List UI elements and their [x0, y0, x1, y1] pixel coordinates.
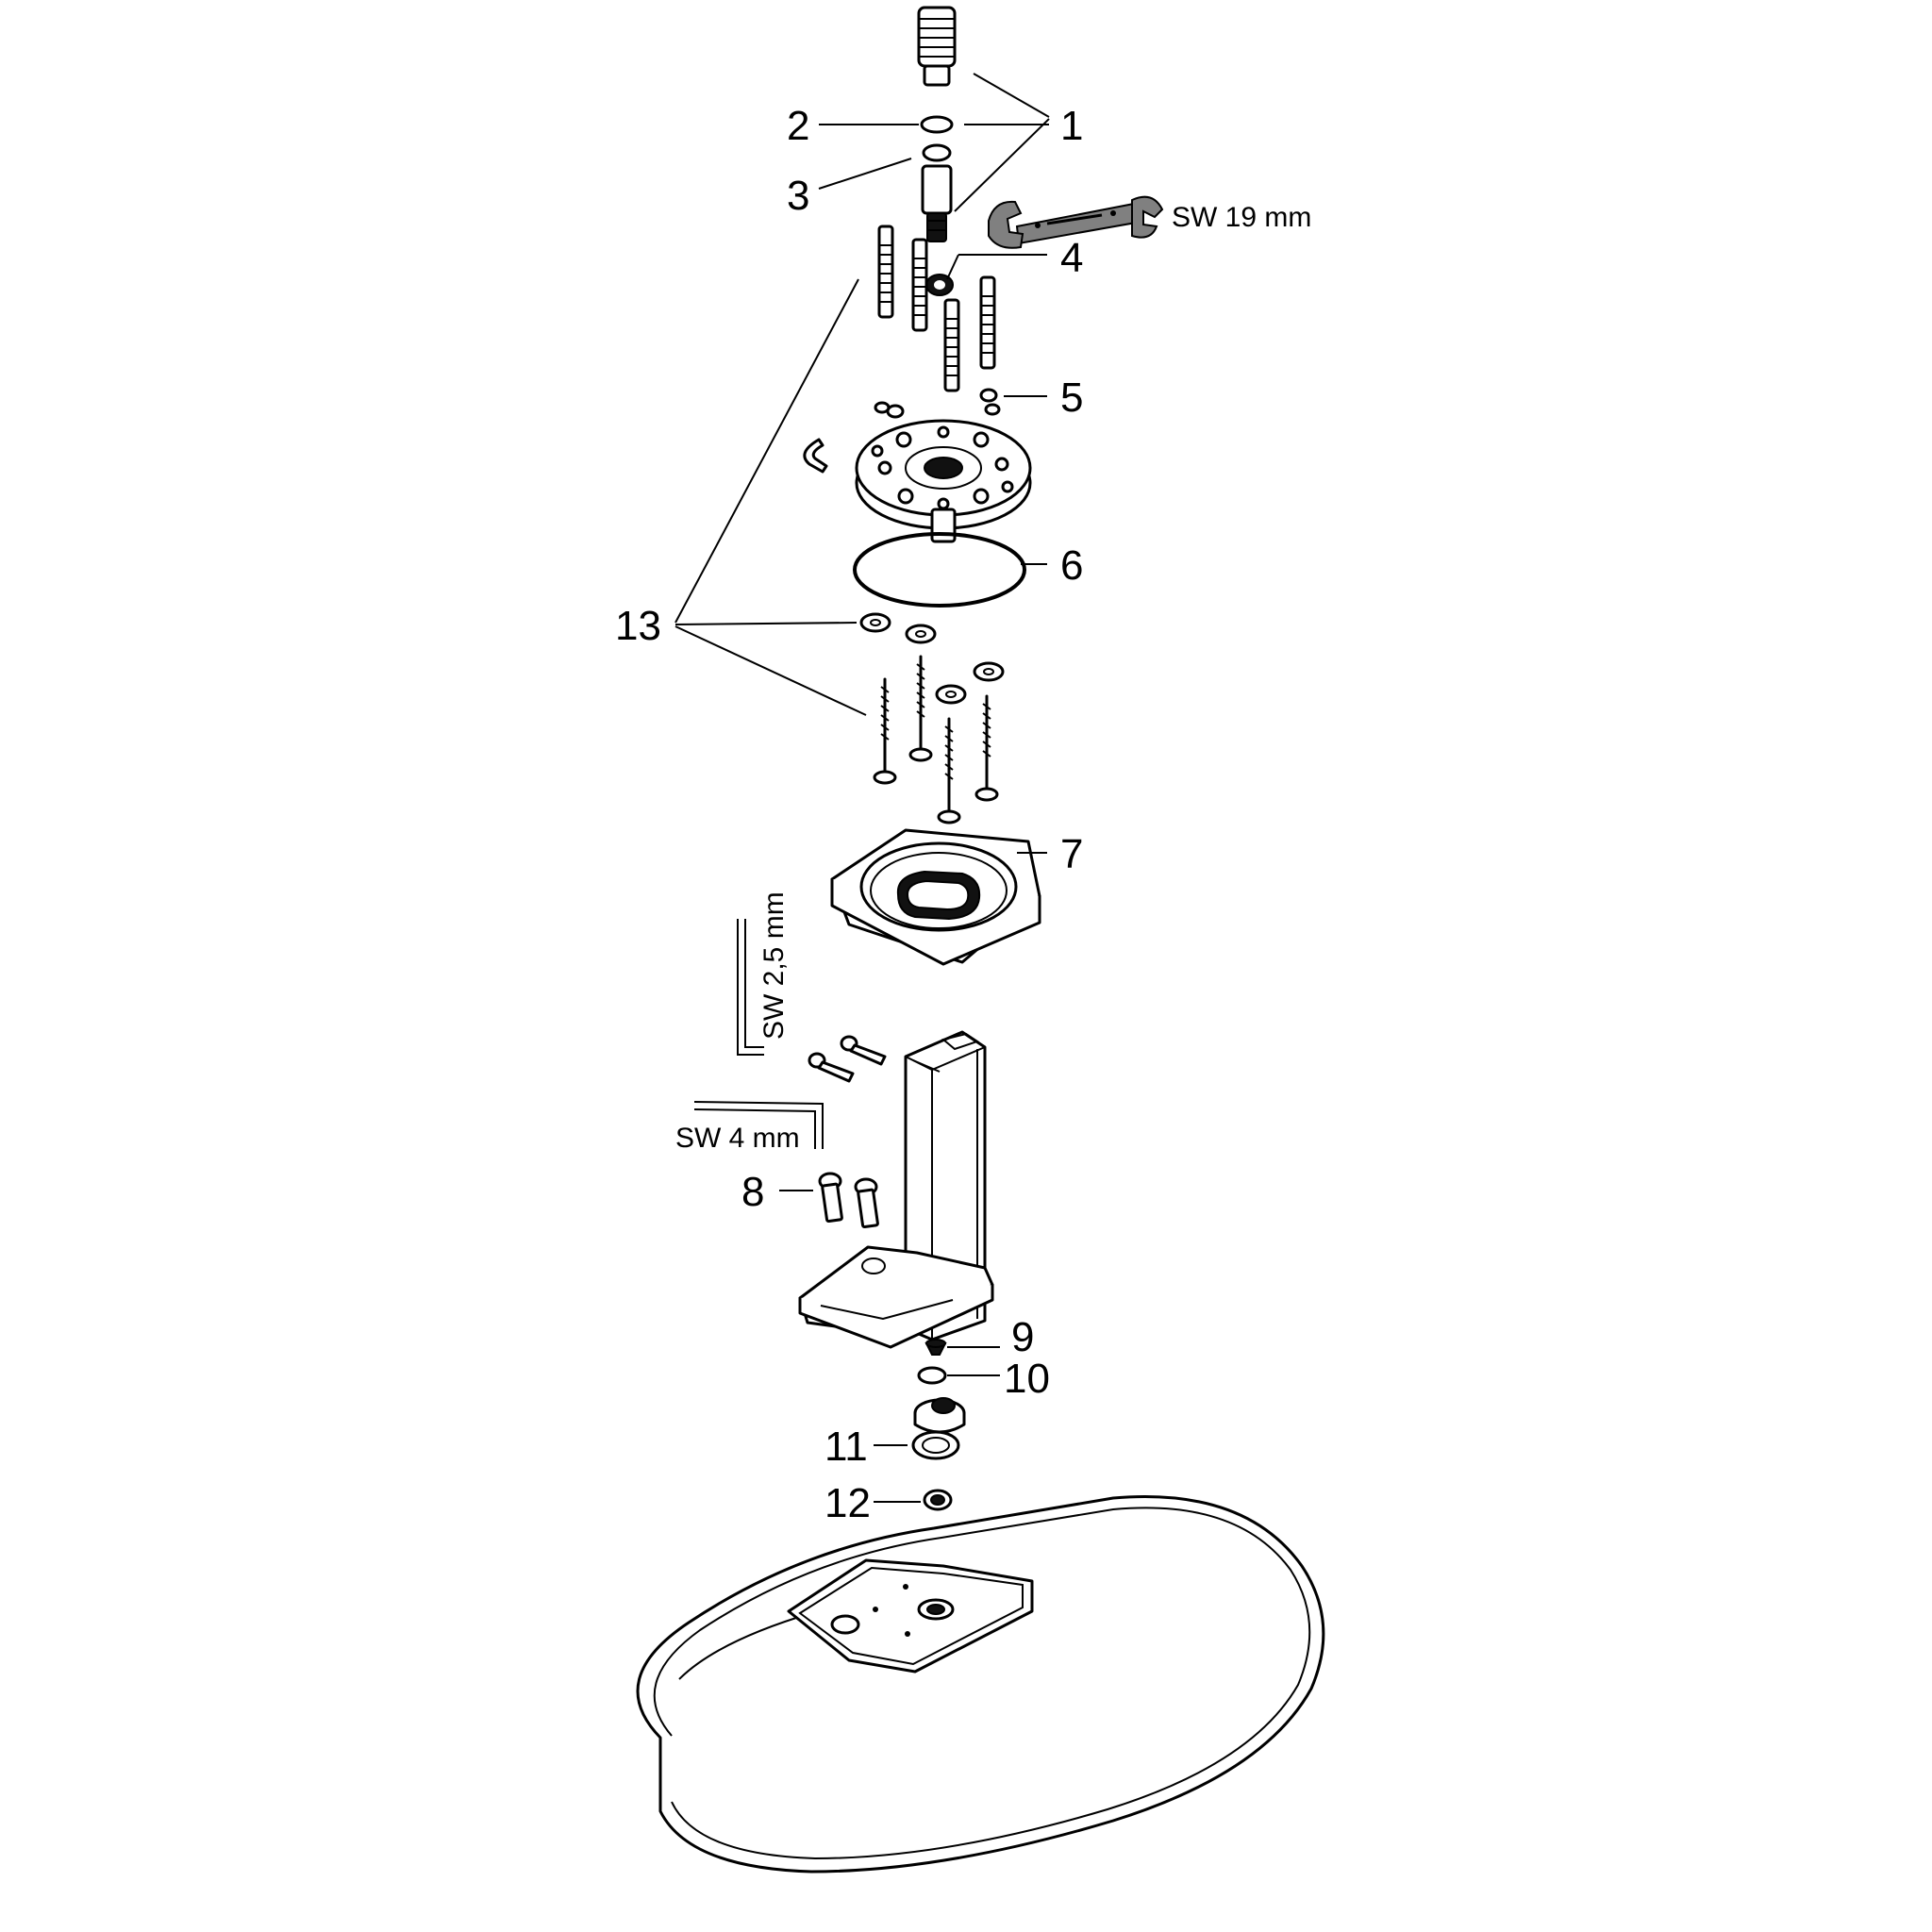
part-10-washer — [917, 1366, 947, 1385]
shower-head-body — [636, 1495, 1325, 1874]
part-12-nut — [923, 1489, 953, 1511]
callout-8: 8 — [741, 1169, 764, 1215]
callout-12: 12 — [824, 1480, 871, 1526]
hex-key-small-icon — [693, 1101, 824, 1149]
threaded-rod-upper-4 — [943, 298, 960, 392]
callout-7: 7 — [1060, 831, 1083, 877]
part-1-connector — [917, 6, 957, 87]
callout-4: 4 — [1060, 235, 1083, 281]
part-6-large-o-ring — [853, 532, 1026, 608]
valve-insert — [913, 1397, 966, 1434]
part-9-screw — [924, 1339, 947, 1356]
part-13-screws — [873, 655, 999, 824]
callout-2: 2 — [787, 103, 809, 149]
hex-key-large-icon — [737, 919, 764, 1056]
support-column — [798, 1030, 994, 1349]
wrench-size-label: SW 19 mm — [1172, 202, 1311, 233]
part-8-cap-screws — [818, 1172, 879, 1229]
callout-10: 10 — [1004, 1356, 1050, 1402]
callout-9: 9 — [1011, 1314, 1034, 1360]
part-3-cartridge — [921, 143, 953, 242]
wrench-icon — [988, 195, 1164, 249]
callout-13: 13 — [615, 603, 661, 649]
threaded-rod-upper-1 — [877, 225, 894, 319]
hex-key-large-label: SW 2,5 mm — [758, 891, 790, 1040]
leader-lines — [675, 73, 1050, 1503]
part-7-base-plate — [830, 828, 1041, 966]
part-4-seal — [925, 274, 954, 296]
callout-5: 5 — [1060, 375, 1083, 421]
part-11-ring — [911, 1430, 960, 1460]
part-2-o-ring — [920, 115, 954, 134]
part-13-washers — [859, 612, 1005, 705]
threaded-rod-upper-3 — [979, 275, 996, 370]
part-5-nuts — [874, 388, 1001, 419]
threaded-rod-upper-2 — [911, 238, 928, 332]
callout-1: 1 — [1060, 103, 1083, 149]
callout-3: 3 — [787, 173, 809, 219]
set-screws-small — [808, 1035, 887, 1083]
hex-key-small-label: SW 4 mm — [675, 1123, 800, 1154]
mounting-flange — [855, 419, 1032, 543]
retaining-clip — [803, 438, 828, 474]
callout-6: 6 — [1060, 542, 1083, 589]
callout-11: 11 — [824, 1424, 868, 1470]
